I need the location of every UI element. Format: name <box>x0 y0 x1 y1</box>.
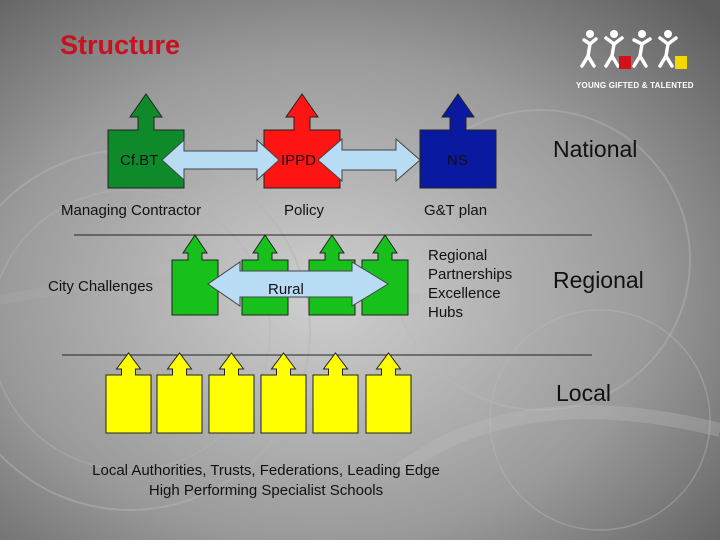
label-regional-partnerships: Regional Partnerships Excellence Hubs <box>428 247 513 321</box>
local-block <box>208 352 255 434</box>
national-block-cfbt <box>107 93 185 189</box>
national-blocks <box>107 93 497 189</box>
block-label-ns: NS <box>447 152 468 169</box>
level-label-local: Local <box>556 380 611 406</box>
local-blocks <box>105 352 412 434</box>
label-city-challenges: City Challenges <box>48 278 154 295</box>
logo-text: YOUNG GIFTED & TALENTED <box>576 81 694 90</box>
level-label-regional: Regional <box>553 267 644 293</box>
local-block <box>156 352 203 434</box>
local-block <box>312 352 359 434</box>
local-block <box>105 352 152 434</box>
exchange-arrow-cfbt-ippd <box>161 138 280 182</box>
regional-block <box>171 234 219 316</box>
national-block-ippd <box>263 93 341 189</box>
block-label-ippd: IPPD <box>281 152 317 169</box>
caption-local-authorities: Local Authorities, Trusts, Federations, … <box>92 462 440 499</box>
caption-gt-plan: G&T plan <box>424 202 488 219</box>
exchange-arrow-ippd-ns <box>317 137 421 183</box>
national-block-ns <box>419 93 497 189</box>
label-rural: Rural <box>268 281 304 298</box>
block-label-cfbt: Cf.BT <box>120 152 159 169</box>
young-gifted-talented-logo <box>576 26 690 96</box>
local-block <box>365 352 412 434</box>
local-block <box>260 352 307 434</box>
page-title: Structure <box>60 30 181 60</box>
level-label-national: National <box>553 136 638 162</box>
caption-policy: Policy <box>284 202 325 219</box>
regional-block <box>361 234 409 316</box>
exchange-arrow-rural <box>207 261 389 307</box>
caption-managing-contractor: Managing Contractor <box>61 202 202 219</box>
